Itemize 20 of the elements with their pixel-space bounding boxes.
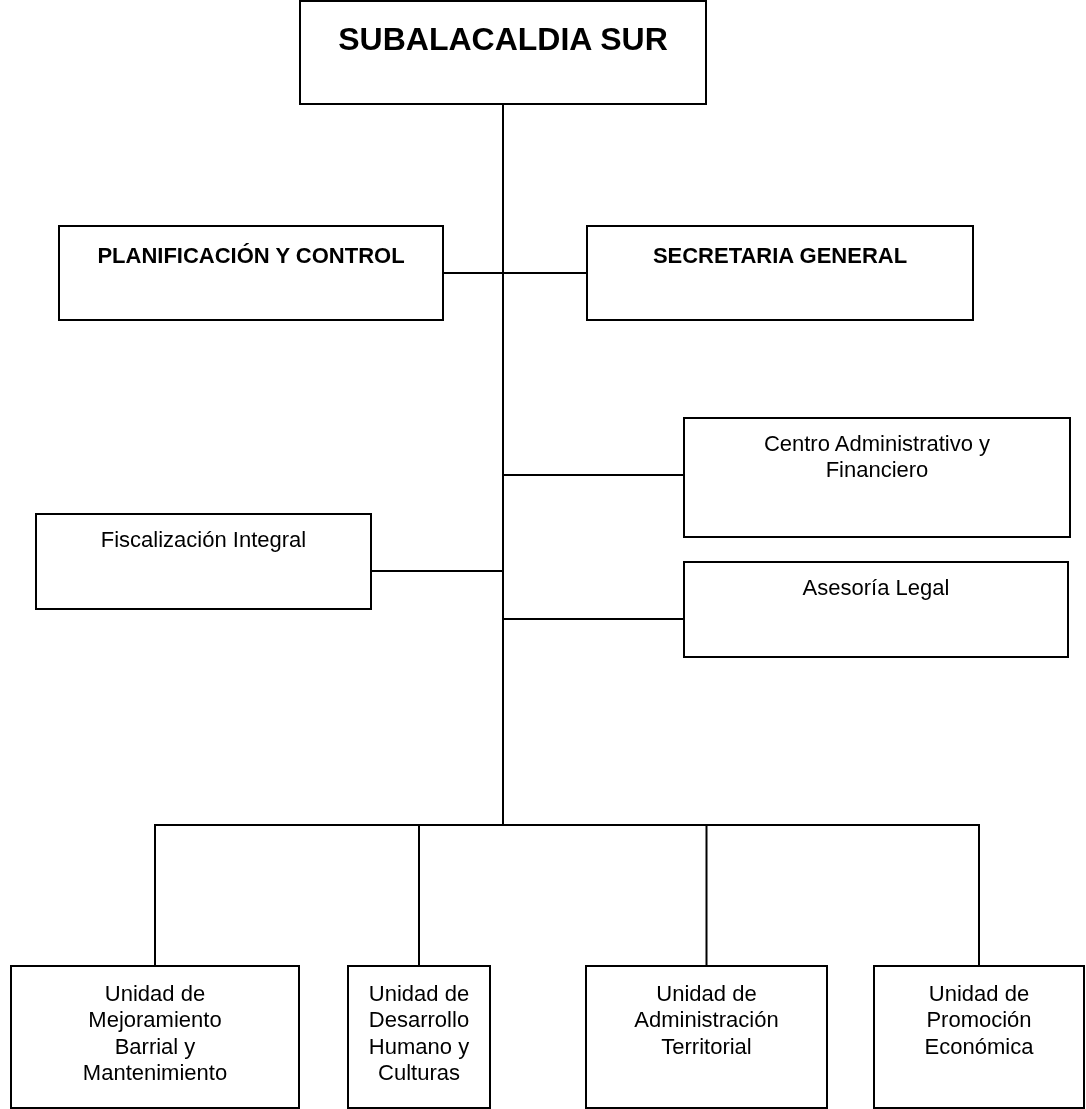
unit-name: SUBALACALDIA SUR bbox=[337, 20, 669, 59]
org-unit-box bbox=[58, 225, 444, 321]
org-unit-box bbox=[35, 513, 372, 610]
unit-name: Unidad de Promoción Económica bbox=[923, 981, 1035, 1061]
unit-name: PLANIFICACIÓN Y CONTROL bbox=[96, 243, 406, 270]
unit-name: Unidad de Administración Territorial bbox=[633, 981, 780, 1061]
unit-name: Asesoría Legal bbox=[801, 575, 951, 602]
unit-name: Fiscalización Integral bbox=[99, 527, 308, 554]
unit-name: Unidad de Mejoramiento Barrial y Mantenimiento bbox=[81, 981, 229, 1087]
org-unit-box bbox=[299, 0, 707, 105]
org-unit-box bbox=[873, 965, 1085, 1109]
unit-name: Unidad de Desarrollo Humano y Culturas bbox=[367, 981, 471, 1087]
org-unit-box bbox=[683, 417, 1071, 538]
org-unit-box bbox=[585, 965, 828, 1109]
org-unit-box bbox=[683, 561, 1069, 658]
org-unit-box bbox=[586, 225, 974, 321]
org-unit-box bbox=[347, 965, 491, 1109]
unit-name: Centro Administrativo y Financiero bbox=[762, 431, 992, 484]
org-unit-box bbox=[10, 965, 300, 1109]
unit-name: SECRETARIA GENERAL bbox=[651, 243, 909, 270]
